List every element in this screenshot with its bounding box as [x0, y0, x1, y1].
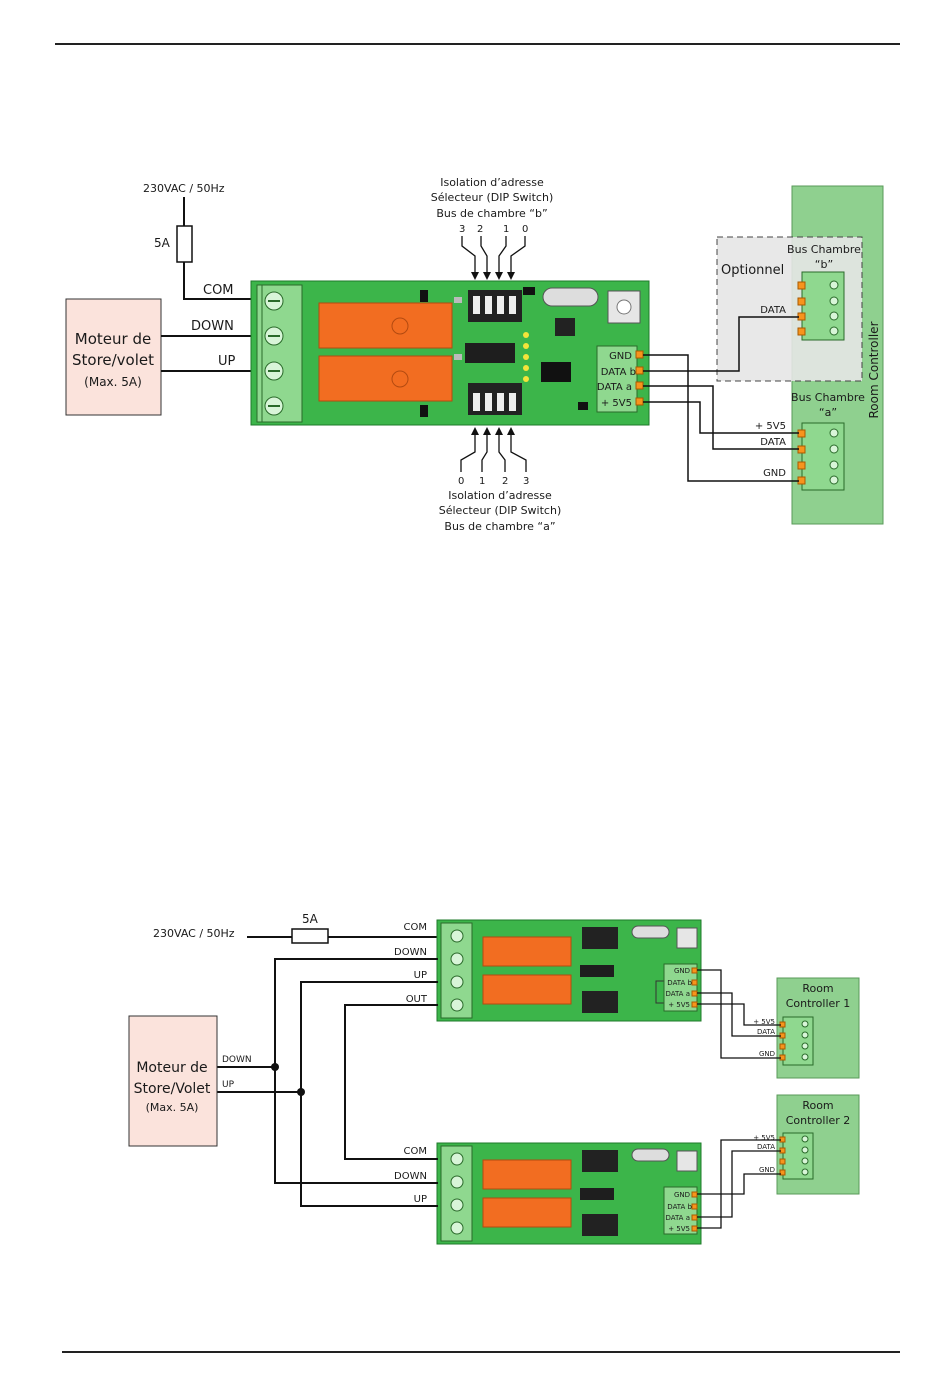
m2-pin-data-a: DATA a	[665, 1214, 690, 1222]
d2-motor-line-3: (Max. 5A)	[146, 1101, 199, 1114]
module-2-relay-2	[482, 1197, 572, 1228]
terminal-down-label: DOWN	[191, 319, 234, 334]
dip-b-label-2: Sélecteur (DIP Switch)	[431, 191, 554, 204]
bus-a-data-label: DATA	[760, 437, 786, 448]
dip-b-label-3: Bus de chambre “b”	[436, 207, 547, 220]
bus-a-gnd-label: GND	[763, 468, 786, 479]
terminal-com-label: COM	[203, 283, 234, 298]
m1-down-label: DOWN	[394, 947, 427, 958]
m2-pin-gnd: GND	[674, 1191, 690, 1199]
dip-a-label-1: Isolation d’adresse	[448, 489, 552, 502]
bus-b-data-label: DATA	[760, 305, 786, 316]
d2-motor-line-2: Store/Volet	[134, 1081, 211, 1097]
room-controller-label: Room Controller	[867, 321, 881, 418]
bus-a-label-2: “a”	[819, 406, 837, 419]
junction-up	[297, 1088, 305, 1096]
fuse	[176, 225, 193, 263]
relay-2	[318, 355, 453, 402]
m1-com-label: COM	[404, 922, 427, 933]
d2-motor-line-1: Moteur de	[136, 1060, 207, 1076]
rc2-5v5: + 5V5	[753, 1134, 775, 1142]
bus-wires	[643, 316, 799, 482]
dip-a-bit-0: 0	[458, 476, 464, 487]
ic-chip	[465, 343, 515, 363]
d2-motor-up: UP	[222, 1080, 235, 1090]
rc1-5v5: + 5V5	[753, 1018, 775, 1026]
optional-label: Optionnel	[721, 263, 784, 278]
module-1-relay-1	[482, 936, 572, 967]
relay-1	[318, 302, 453, 349]
dip-b-bit-0: 0	[522, 224, 528, 235]
microcontroller	[555, 318, 575, 336]
regulator	[541, 362, 571, 382]
dip-b-bit-3: 3	[459, 224, 465, 235]
module-2-relay-1	[482, 1159, 572, 1190]
supply-label: 230VAC / 50Hz	[143, 182, 225, 195]
pin-header	[596, 345, 638, 413]
motor-line-1: Moteur de	[75, 330, 151, 348]
m1-pin-5v5: + 5V5	[668, 1001, 690, 1009]
m1-pin-data-a: DATA a	[665, 990, 690, 998]
dip-a-label-2: Sélecteur (DIP Switch)	[439, 504, 562, 517]
dip-a-bit-1: 1	[479, 476, 485, 487]
m2-com-label: COM	[404, 1146, 427, 1157]
dip-b-arrows	[461, 236, 526, 275]
m1-pin-gnd: GND	[674, 967, 690, 975]
dip-a-arrows	[460, 432, 527, 472]
terminal-screws	[264, 291, 284, 416]
d2-fuse	[291, 928, 329, 944]
dip-a-bit-3: 3	[523, 476, 529, 487]
m2-pin-5v5: + 5V5	[668, 1225, 690, 1233]
motor-line-2: Store/volet	[72, 351, 154, 369]
crystal	[542, 287, 599, 307]
pin-data-b-label: DATA b	[601, 367, 636, 378]
d2-motor-box	[128, 1015, 218, 1147]
fuse-label: 5A	[154, 236, 171, 250]
dip-a-bit-2: 2	[502, 476, 508, 487]
bus-a-5v5-label: + 5V5	[755, 421, 786, 432]
rc1-gnd: GND	[759, 1050, 775, 1058]
dip-b-bit-2: 2	[477, 224, 483, 235]
bus-a-label-1: Bus Chambre	[791, 391, 865, 404]
terminal-up-label: UP	[218, 354, 236, 369]
pin-5v5-label: + 5V5	[601, 398, 632, 409]
m2-pin-data-b: DATA b	[667, 1203, 692, 1211]
rc1-line-1: Room	[802, 982, 833, 995]
rc2-gnd: GND	[759, 1166, 775, 1174]
rc1-data: DATA	[757, 1028, 775, 1036]
m1-up-label: UP	[414, 970, 427, 981]
pin-gnd-label: GND	[609, 351, 632, 362]
rc2-wires	[697, 1139, 781, 1229]
dip-b-bit-1: 1	[503, 224, 509, 235]
led-column	[523, 332, 529, 382]
diagram-2: 230VAC / 50Hz 5A GND DATA b DATA a + 5V5	[128, 912, 860, 1245]
rc1-wires	[697, 969, 781, 1059]
d2-supply-label: 230VAC / 50Hz	[153, 927, 235, 940]
m1-pin-data-b: DATA b	[667, 979, 692, 987]
bus-b-label-1: Bus Chambre	[787, 243, 861, 256]
rc2-line-1: Room	[802, 1099, 833, 1112]
junction-down	[271, 1063, 279, 1071]
motor-line-3: (Max. 5A)	[84, 375, 142, 389]
rc2-line-2: Controller 2	[786, 1114, 851, 1127]
m1-out-label: OUT	[406, 994, 428, 1005]
bus-b-label-2: “b”	[815, 258, 833, 271]
m2-up-label: UP	[414, 1194, 427, 1205]
rc1-line-2: Controller 1	[786, 997, 851, 1010]
module-1-relay-2	[482, 974, 572, 1005]
diagram-1: 230VAC / 50Hz 5A COM Moteur de Store/vol…	[65, 176, 884, 533]
motor-box	[65, 298, 162, 416]
pin-data-a-label: DATA a	[597, 382, 632, 393]
m2-down-label: DOWN	[394, 1171, 427, 1182]
dip-a-label-3: Bus de chambre “a”	[444, 520, 555, 533]
dip-b-label-1: Isolation d’adresse	[440, 176, 544, 189]
d2-motor-down: DOWN	[222, 1055, 252, 1065]
d2-fuse-label: 5A	[302, 912, 319, 926]
rc2-data: DATA	[757, 1143, 775, 1151]
